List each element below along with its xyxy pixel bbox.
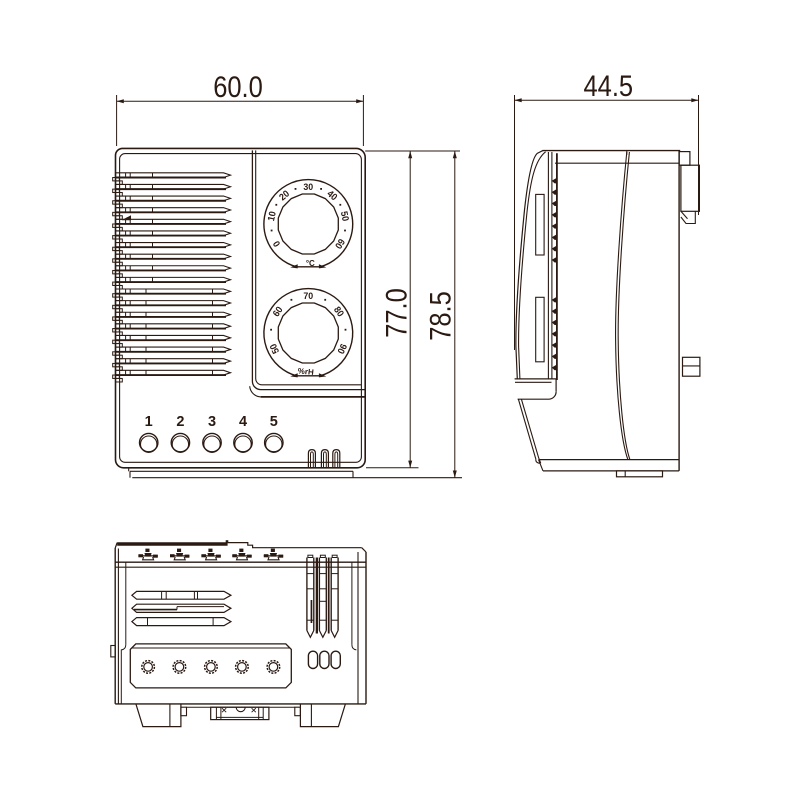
- svg-text:50: 50: [339, 210, 351, 222]
- svg-text:2: 2: [176, 414, 184, 430]
- svg-text:60: 60: [271, 305, 285, 319]
- svg-text:°C: °C: [306, 259, 315, 268]
- svg-text:1: 1: [145, 414, 153, 430]
- svg-text:44.5: 44.5: [583, 69, 633, 102]
- svg-text:5: 5: [270, 414, 278, 430]
- svg-text:90: 90: [335, 342, 349, 355]
- svg-text:0: 0: [271, 239, 282, 249]
- svg-text:80: 80: [332, 305, 346, 319]
- svg-text:50: 50: [268, 342, 282, 355]
- svg-text:78.5: 78.5: [424, 291, 457, 341]
- svg-text:60: 60: [333, 237, 347, 251]
- svg-text:77.0: 77.0: [379, 288, 412, 338]
- svg-text:10: 10: [266, 210, 278, 222]
- svg-text:3: 3: [208, 414, 216, 430]
- svg-text:4: 4: [239, 414, 247, 430]
- svg-text:%rH: %rH: [297, 366, 314, 377]
- svg-text:60.0: 60.0: [213, 70, 263, 103]
- svg-text:30: 30: [303, 181, 313, 191]
- svg-text:70: 70: [303, 290, 313, 300]
